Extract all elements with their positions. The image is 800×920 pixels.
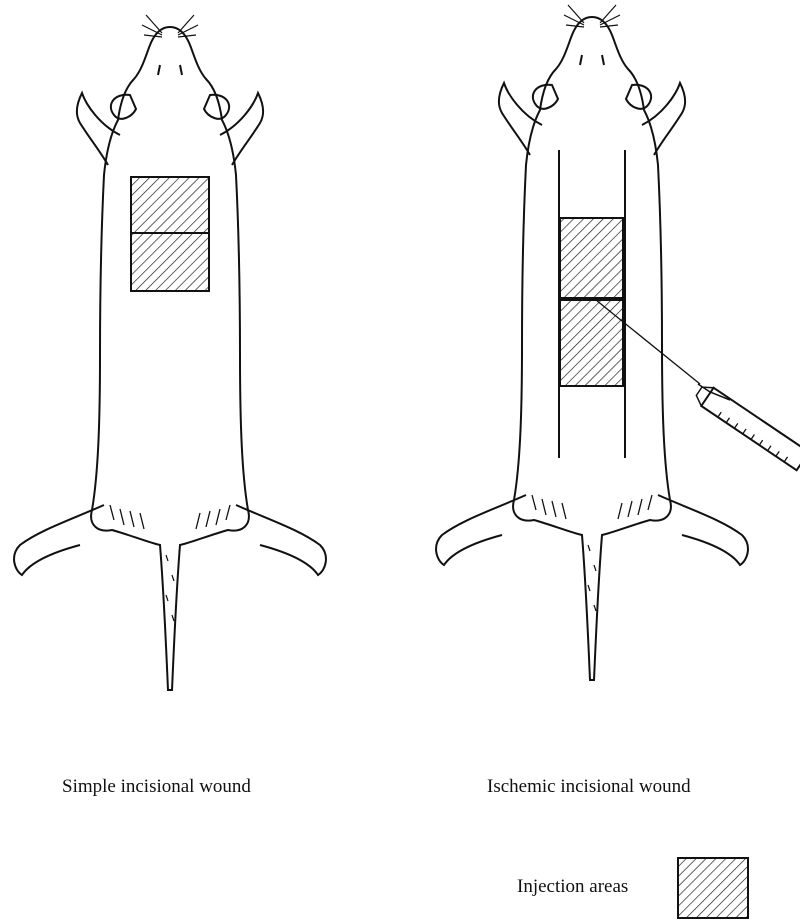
legend-label: Injection areas bbox=[517, 876, 628, 898]
right-injection-area bbox=[560, 218, 623, 386]
left-rat-illustration bbox=[14, 15, 326, 690]
left-injection-area bbox=[131, 177, 209, 291]
legend-swatch bbox=[678, 858, 748, 918]
syringe-icon bbox=[596, 300, 800, 470]
simple-incisional-caption: Simple incisional wound bbox=[62, 776, 251, 798]
ischemic-incisional-caption: Ischemic incisional wound bbox=[487, 776, 691, 798]
